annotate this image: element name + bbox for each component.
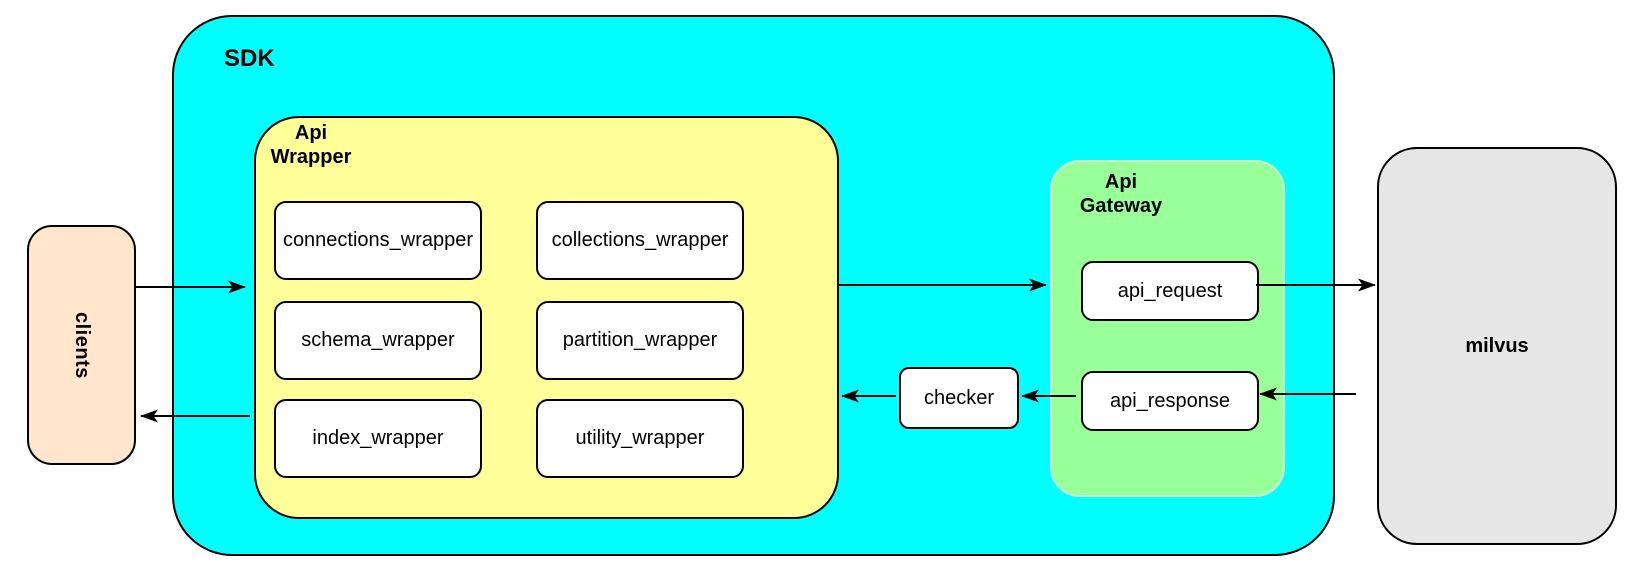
api-gateway-label: Api Gateway [1071,170,1171,218]
api-wrapper-label-line1: Api [294,122,328,144]
node-api-response: api_response [1081,371,1259,431]
container-sdk: SDK Api Wrapper connections_wrapper coll… [172,15,1335,556]
node-connections-wrapper: connections_wrapper [274,201,482,280]
sdk-label: SDK [224,45,275,72]
api-gateway-label-line2: Gateway [1079,195,1163,217]
api-wrapper-label-line2: Wrapper [270,146,352,168]
api-gateway-label-line1: Api [1104,171,1138,193]
container-api-wrapper: Api Wrapper connections_wrapper collecti… [254,116,839,519]
node-milvus: milvus [1377,147,1617,545]
node-clients: clients [27,225,136,465]
container-api-gateway: Api Gateway api_request api_response [1050,160,1285,497]
node-index-wrapper: index_wrapper [274,399,482,478]
node-api-request: api_request [1081,261,1259,321]
clients-label: clients [71,311,93,379]
node-schema-wrapper: schema_wrapper [274,301,482,380]
node-utility-wrapper: utility_wrapper [536,399,744,478]
node-partition-wrapper: partition_wrapper [536,301,744,380]
api-wrapper-label: Api Wrapper [261,121,361,169]
node-checker: checker [899,367,1019,429]
node-collections-wrapper: collections_wrapper [536,201,744,280]
